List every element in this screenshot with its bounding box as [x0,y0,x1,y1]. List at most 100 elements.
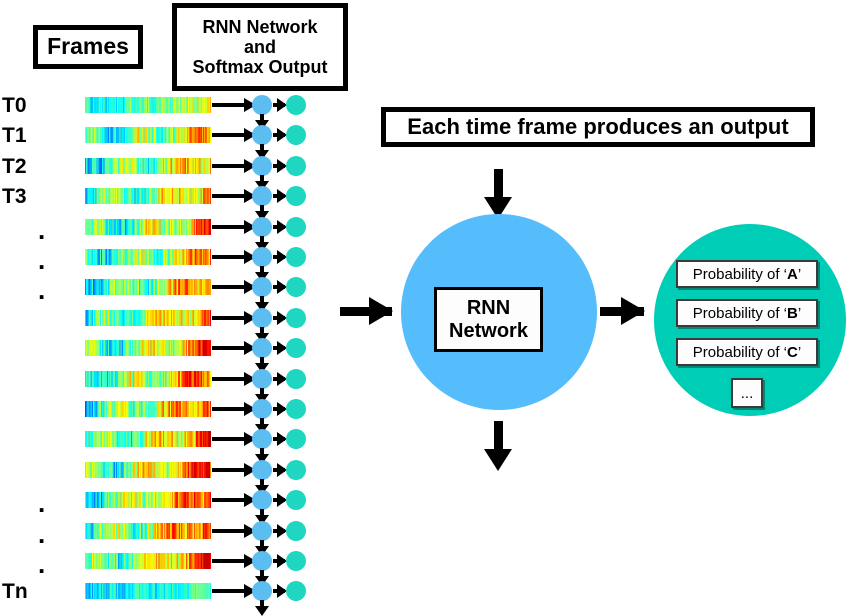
spectrogram-frame [85,157,211,174]
node-to-output-arrow-icon [273,493,287,508]
spectrogram-frame [85,309,211,326]
rnn-cell-node [252,186,272,207]
node-to-output-arrow-icon [273,554,287,568]
softmax-output-node [286,551,306,571]
node-to-output-arrow-icon [273,280,287,295]
frame-row-time-label: T3 [2,185,27,209]
rnn-network-box: RNN Network [434,287,543,352]
each-time-frame-caption-box: Each time frame produces an output [381,107,815,147]
frames-label-box: Frames [33,25,143,69]
softmax-output-node [286,520,306,541]
input-arrow-icon [340,297,393,325]
frame-row [0,338,330,374]
spectrogram-frame [85,522,211,539]
rnn-softmax-line-1: RNN Network [202,16,318,37]
softmax-output-node [286,277,306,298]
node-to-output-arrow-icon [273,310,287,325]
rnn-softmax-line-3: Softmax Output [192,57,328,78]
frame-to-node-arrow-icon [212,493,256,508]
probability-c-prefix: Probability of ‘ [692,343,788,361]
rnn-cell-node [252,338,272,359]
probability-b-prefix: Probability of ‘ [692,304,788,322]
probability-c-symbol: C [787,343,798,361]
frame-row [0,368,330,404]
frame-row: . [0,488,330,526]
frame-row [0,429,330,465]
recurrent-down-arrow-icon [255,478,269,495]
frame-to-node-arrow-icon [212,341,256,356]
each-time-frame-caption-text: Each time frame produces an output [407,113,789,139]
frame-row-ellipsis-dot: . [38,549,46,579]
rnn-cell-node [252,581,272,602]
spectrogram-frame [85,492,211,509]
node-to-output-arrow-icon [273,341,287,356]
spectrogram-frame [85,553,211,569]
frame-to-node-arrow-icon [212,432,256,447]
softmax-output-node [286,125,306,146]
rnn-box-line-2: Network [449,319,528,342]
frame-row-time-label: T2 [2,154,27,178]
softmax-output-node [286,307,306,328]
recurrent-down-arrow-icon [255,326,269,343]
recurrent-down-arrow-icon [255,266,269,282]
frame-to-node-arrow-icon [212,189,256,204]
node-to-output-arrow-icon [273,462,287,477]
frame-row-ellipsis-dot: . [38,214,46,245]
frame-row-ellipsis-dot: . [38,488,46,519]
node-to-output-arrow-icon [273,98,287,112]
rnn-cell-node [252,155,272,176]
spectrogram-frame [85,249,211,265]
frame-row-ellipsis-dot: . [38,245,46,275]
frame-row-ellipsis-dot: . [38,518,46,549]
spectrogram-frame [85,370,211,387]
frame-row: T3 [0,185,330,222]
recurrent-down-arrow-icon [255,509,269,526]
frame-to-node-arrow-icon [212,250,256,264]
spectrogram-frame [85,340,211,357]
frame-row-time-label: T0 [2,94,27,117]
rnn-cell-node [252,551,272,571]
softmax-output-node [286,247,306,267]
rnn-cell-node [252,459,272,480]
probability-box-b: Probability of ‘B’ [676,299,818,327]
recurrent-down-arrow-icon [255,205,269,222]
probability-a-prefix: Probability of ‘ [692,265,788,283]
node-to-output-arrow-icon [273,523,287,538]
node-to-output-arrow-icon [273,219,287,234]
recurrent-down-arrow-icon [255,296,269,313]
spectrogram-frame [85,401,211,417]
frame-row [0,399,330,434]
frame-to-node-arrow-icon [212,371,256,386]
frame-row: . [0,549,330,586]
softmax-output-node [286,216,306,237]
recurrent-down-arrow-icon [255,418,269,434]
softmax-output-node [286,399,306,419]
spectrogram-frame [85,583,211,600]
rnn-cell-node [252,95,272,115]
recurrent-down-arrow-icon [255,235,269,252]
softmax-output-node [286,459,306,480]
spectrogram-frame [85,127,211,144]
node-to-output-arrow-icon [273,128,287,143]
recurrent-down-arrow-icon [255,357,269,374]
frame-row-ellipsis-dot: . [38,275,46,306]
frame-row [0,307,330,343]
probability-b-symbol: B [787,304,798,322]
probability-box-a: Probability of ‘A’ [676,260,818,288]
node-to-output-arrow-icon [273,250,287,264]
recurrent-down-arrow-icon [255,448,269,465]
recurrent-down-arrow-icon [255,114,269,130]
frame-row: . [0,214,330,252]
frame-to-node-arrow-icon [212,280,256,295]
spectrogram-frame [85,218,211,235]
probability-box-ellipsis: ... [731,378,763,408]
rnn-box-line-1: RNN [466,296,511,319]
probability-a-symbol: A [787,265,798,283]
spectrogram-frame [85,188,211,205]
frame-row: Tn [0,580,330,616]
spectrogram-frame [85,97,211,113]
frame-to-node-arrow-icon [212,554,256,568]
softmax-output-node [286,368,306,389]
recurrent-state-in-arrow-icon [484,169,512,219]
